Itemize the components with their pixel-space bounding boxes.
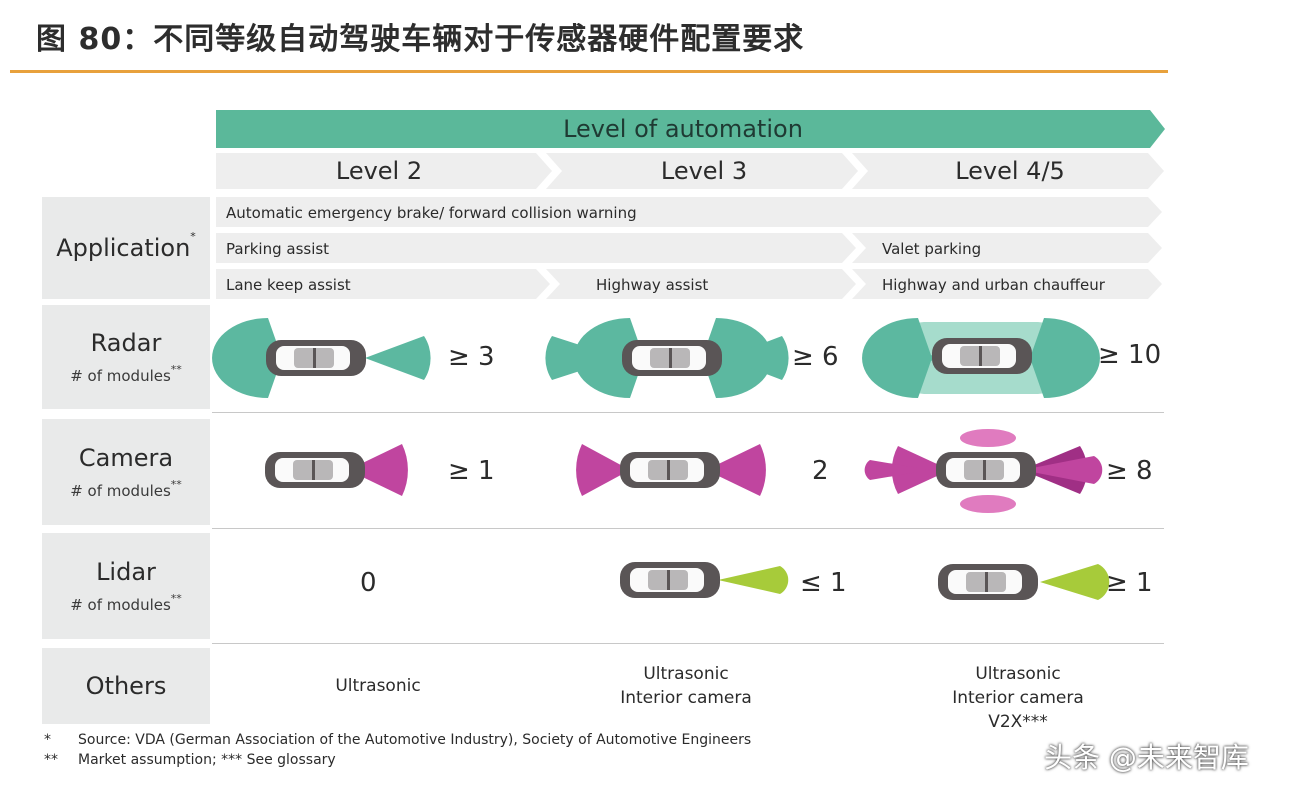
others-level3-item: Ultrasonic: [643, 664, 729, 684]
camera-beam-top: [960, 429, 1016, 447]
camera-footnote-marker: **: [170, 478, 182, 491]
camera-header: Camera # of modules**: [42, 419, 210, 525]
car-top-view-icon: [620, 562, 720, 598]
lidar-count-level3: ≤ 1: [800, 568, 847, 598]
others-level3: Ultrasonic Interior camera: [598, 662, 774, 710]
others-header: Others: [42, 648, 210, 724]
lidar-footnote-marker: **: [170, 592, 182, 605]
radar-level45-illustration: [862, 318, 1100, 398]
row-separator: [212, 412, 1164, 413]
car-top-view-icon: [266, 340, 366, 376]
radar-level2-illustration: [212, 318, 431, 398]
lidar-beam-front: [718, 566, 789, 594]
radar-footnote-marker: **: [170, 363, 182, 376]
app-bar-lka: [216, 269, 550, 299]
camera-beam-rear-narrow: [864, 460, 930, 480]
app-bar-aeb: [216, 197, 1162, 227]
footnote-source: Source: VDA (German Association of the A…: [78, 732, 752, 748]
figure-title: 图 80：不同等级自动驾驶车辆对于传感器硬件配置要求: [36, 22, 805, 57]
footnote-market: Market assumption; *** See glossary: [78, 752, 336, 768]
others-level45-item: Interior camera: [952, 688, 1084, 708]
radar-count-level45: ≥ 10: [1098, 340, 1162, 370]
car-top-view-icon: [620, 452, 720, 488]
others-level2-item: Ultrasonic: [335, 676, 421, 696]
camera-level2-illustration: [265, 444, 408, 496]
radar-beam-front: [724, 336, 789, 380]
radar-sub-label: # of modules: [70, 367, 171, 385]
level45-chevron: [852, 153, 1164, 189]
application-header: Application*: [42, 197, 210, 299]
others-level2: Ultrasonic: [296, 674, 460, 698]
app-item-valet-parking: Valet parking: [882, 240, 982, 258]
camera-sub-label: # of modules: [70, 482, 171, 500]
radar-header: Radar # of modules**: [42, 305, 210, 409]
lidar-count-level45: ≥ 1: [1106, 568, 1153, 598]
automation-arrow: [216, 110, 1165, 148]
others-level45-item: V2X***: [988, 712, 1048, 732]
watermark-text: 头条 @未来智库: [1044, 741, 1249, 774]
lidar-level3-illustration: [620, 562, 789, 598]
app-bar-chauffeur: [852, 269, 1162, 299]
camera-count-level45: ≥ 8: [1106, 456, 1153, 486]
others-level3-item: Interior camera: [620, 688, 752, 708]
camera-beam-front: [348, 444, 408, 496]
lidar-beam-front: [1040, 564, 1110, 600]
app-bar-valet: [852, 233, 1162, 263]
app-item-highway-assist: Highway assist: [596, 276, 709, 294]
camera-beam-rear: [576, 444, 630, 496]
radar-beam-rear: [212, 318, 282, 398]
camera-beam-front: [706, 444, 766, 496]
level3-chevron: [546, 153, 858, 189]
automation-label: Level of automation: [563, 115, 803, 143]
radar-level3-illustration: [545, 318, 789, 398]
footnote-marker: *: [44, 732, 51, 748]
camera-beam-bottom: [960, 495, 1016, 513]
lidar-label: Lidar: [96, 558, 156, 586]
footnote-marker: **: [44, 752, 58, 768]
level-3-label: Level 3: [660, 157, 748, 185]
row-separator: [212, 528, 1164, 529]
radar-count-level3: ≥ 6: [792, 342, 839, 372]
radar-beam-front: [1030, 336, 1095, 380]
application-label: Application: [56, 234, 191, 262]
app-item-chauffeur: Highway and urban chauffeur: [882, 276, 1105, 294]
row-separator: [212, 643, 1164, 644]
radar-beam-rear-corner: [862, 318, 932, 398]
app-item-aeb: Automatic emergency brake/ forward colli…: [226, 204, 637, 222]
camera-beam-front-long: [1022, 456, 1103, 484]
others-level45-item: Ultrasonic: [975, 664, 1061, 684]
level2-chevron: [216, 153, 552, 189]
car-top-view-icon: [938, 564, 1038, 600]
camera-level3-illustration: [576, 444, 766, 496]
lidar-level45-illustration: [938, 564, 1110, 600]
car-top-view-icon: [622, 340, 722, 376]
radar-beam-front: [365, 336, 431, 380]
level-45-label: Level 4/5: [955, 157, 1065, 185]
radar-label: Radar: [90, 329, 162, 357]
others-level45: Ultrasonic Interior camera V2X***: [930, 662, 1106, 734]
camera-label: Camera: [78, 444, 174, 472]
app-item-parking-assist: Parking assist: [226, 240, 330, 258]
app-bar-highway: [546, 269, 856, 299]
camera-count-level2: ≥ 1: [448, 456, 495, 486]
others-label: Others: [85, 672, 167, 700]
title-underline: [10, 70, 1168, 73]
radar-beam-rear-corner: [574, 318, 644, 398]
lidar-count-level2: 0: [360, 568, 377, 598]
app-item-lane-keep: Lane keep assist: [226, 276, 351, 294]
car-top-view-icon: [265, 452, 365, 488]
lidar-header: Lidar # of modules**: [42, 533, 210, 639]
radar-count-level2: ≥ 3: [448, 342, 495, 372]
camera-level45-illustration: [864, 429, 1103, 513]
car-top-view-icon: [936, 452, 1036, 488]
level-2-label: Level 2: [335, 157, 423, 185]
app-bar-parking: [216, 233, 856, 263]
camera-count-level3: 2: [812, 456, 829, 486]
application-footnote-marker: *: [190, 230, 196, 243]
lidar-sub-label: # of modules: [70, 596, 171, 614]
car-top-view-icon: [932, 338, 1032, 374]
